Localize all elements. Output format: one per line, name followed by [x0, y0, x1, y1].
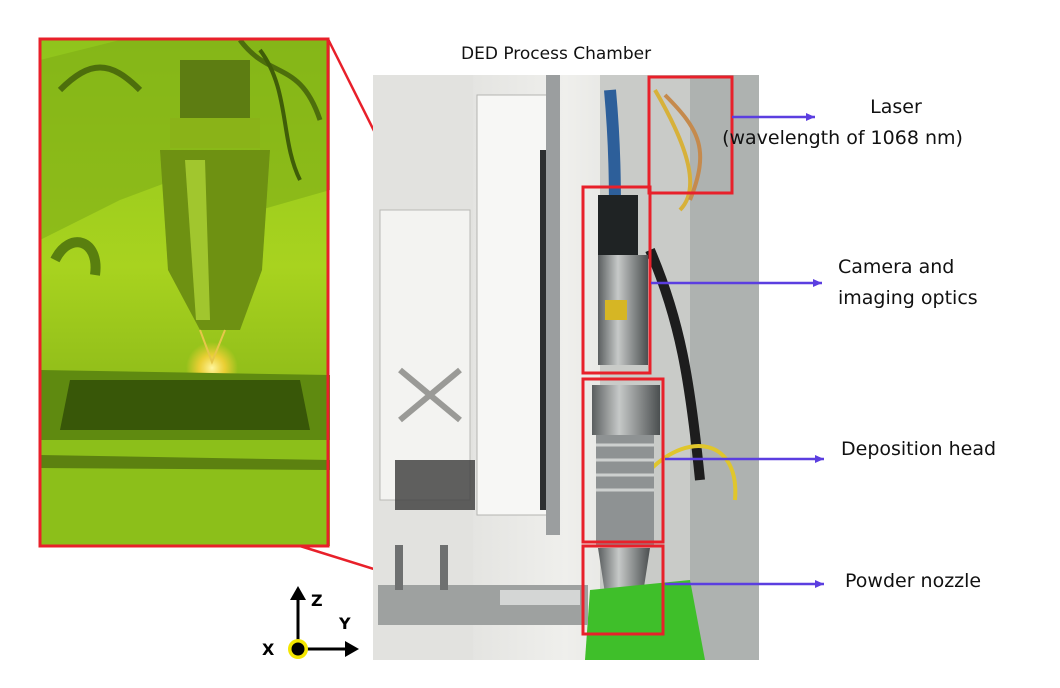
camera-highlight-box [581, 185, 652, 375]
camera-label: Camera and imaging optics [838, 252, 978, 314]
chamber-photo [373, 75, 759, 660]
deposition-head-label: Deposition head [841, 438, 997, 460]
camera-label-line1: Camera and [838, 256, 955, 278]
nozzle-highlight-box [581, 544, 665, 636]
laser-highlight-box [647, 75, 734, 195]
camera-label-line2: imaging optics [838, 287, 978, 309]
coordinate-axes [288, 586, 359, 659]
deposition-head-highlight-box [581, 377, 665, 544]
zoom-inset-frame [38, 37, 330, 548]
laser-label: Laser (wavelength of 1068 nm) [722, 92, 1055, 154]
chamber-title: DED Process Chamber [461, 44, 652, 64]
laser-label-line2: (wavelength of 1068 nm) [722, 127, 963, 149]
zoom-inset-photo [40, 38, 330, 546]
axis-x-label: X [262, 640, 275, 659]
axis-y-label: Y [339, 614, 351, 633]
powder-nozzle-label: Powder nozzle [845, 570, 982, 592]
laser-label-line1: Laser [870, 96, 922, 118]
axis-z-label: Z [311, 591, 323, 610]
